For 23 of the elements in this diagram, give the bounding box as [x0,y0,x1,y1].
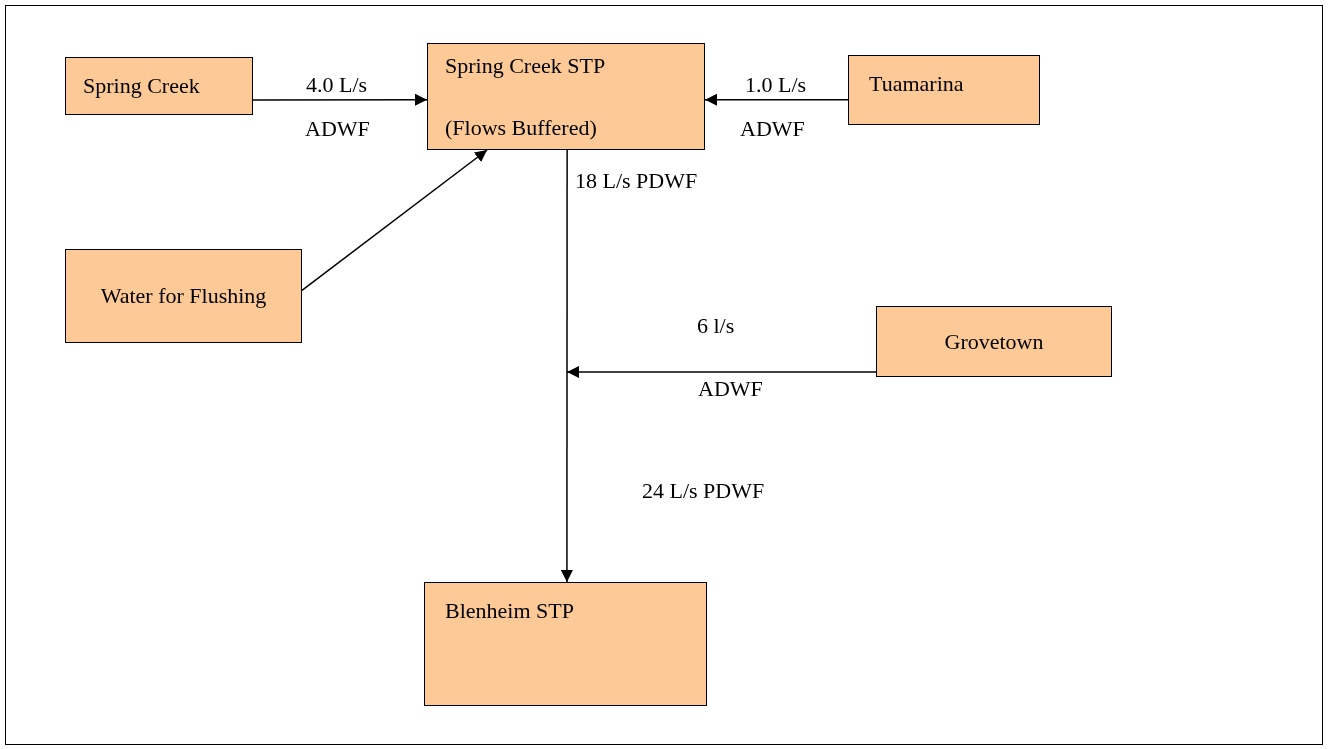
arrow [252,93,428,106]
box-label: Blenheim STP [445,597,574,625]
process-box [876,306,1112,377]
arrow [704,93,849,106]
box-label: Water for Flushing [100,282,267,310]
box-label: Tuamarina [869,70,964,98]
flow-label: ADWF [698,375,763,403]
process-box [424,582,707,706]
flow-label: 18 L/s PDWF [575,167,698,195]
arrow [566,366,877,378]
flow-label: 24 L/s PDWF [642,477,765,505]
box-label: (Flows Buffered) [445,113,597,141]
box-label: Spring Creek STP [445,52,606,80]
process-box [65,57,253,115]
process-box [65,249,302,343]
process-box [848,55,1040,125]
arrow [301,149,488,292]
process-box [427,43,705,150]
flow-label: ADWF [740,115,805,143]
flow-label: ADWF [305,115,370,143]
box-label: Grovetown [944,327,1044,356]
arrow [560,149,573,583]
box-label: Spring Creek [83,72,200,100]
